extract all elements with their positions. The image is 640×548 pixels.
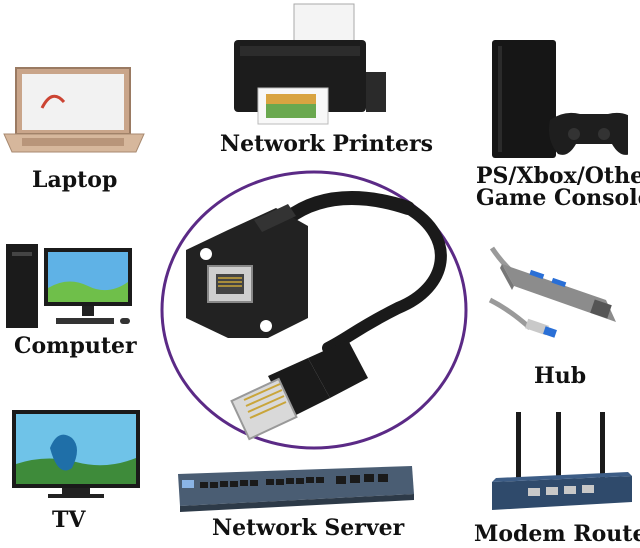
usb-hub-icon	[486, 242, 626, 346]
printer-icon	[228, 2, 388, 128]
network-server-label: Network Server	[212, 515, 405, 541]
laptop-label: Laptop	[32, 167, 118, 193]
computer-icon	[4, 240, 136, 330]
game-console-icon	[488, 36, 628, 162]
tv-label: TV	[52, 507, 86, 533]
router-icon	[488, 410, 636, 516]
tv-icon	[10, 408, 142, 502]
laptop-icon	[2, 64, 146, 156]
modem-router-label: Modem Router	[474, 521, 640, 547]
ethernet-cable-icon	[186, 191, 447, 441]
hub-label: Hub	[534, 363, 587, 389]
network-switch-icon	[176, 464, 416, 514]
computer-label: Computer	[14, 333, 137, 359]
cable-circle	[158, 168, 470, 452]
network-printers-label: Network Printers	[220, 131, 433, 157]
console-label-line2: Game Console	[476, 185, 640, 211]
console-label-line1: PS/Xbox/Other	[476, 163, 640, 189]
